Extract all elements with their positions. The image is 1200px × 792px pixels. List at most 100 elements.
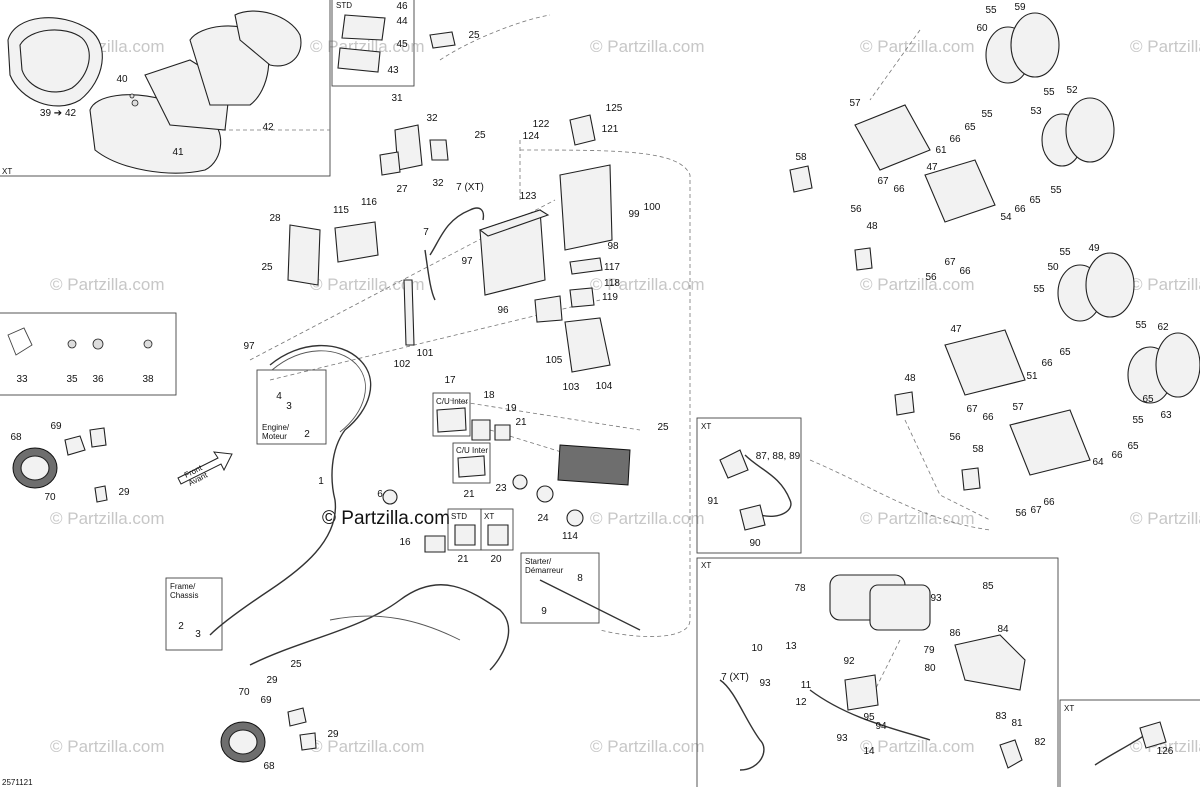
part-callout: 87, 88, 89	[756, 451, 801, 462]
part-callout: 66	[982, 412, 994, 423]
part-callout: 25	[474, 130, 486, 141]
part-callout: 97	[243, 341, 255, 352]
switch	[494, 424, 511, 441]
box-label: STD	[451, 512, 467, 521]
part-callout: 25	[290, 659, 302, 670]
sensor	[719, 449, 749, 479]
watermark: © Partzilla.com	[590, 509, 705, 528]
part-callout: 93	[836, 733, 848, 744]
part-callout: 64	[1092, 457, 1104, 468]
winch-assembly	[719, 449, 1026, 769]
strap	[403, 279, 415, 346]
part-callout: 62	[1157, 322, 1169, 333]
part-callout: 104	[596, 381, 613, 392]
box-label: Moteur	[262, 432, 287, 441]
xt-lid-box	[0, 0, 331, 177]
part-callout: 42	[262, 122, 274, 133]
sensor	[961, 467, 981, 491]
fuse-holder	[569, 114, 596, 146]
sensor	[789, 165, 813, 193]
part-callout: 39 ➔ 42	[40, 108, 77, 119]
part-callout: 81	[1011, 718, 1023, 729]
part-callout: 65	[1059, 347, 1071, 358]
part-callout: 49	[1088, 243, 1100, 254]
watermark: © Partzilla.com	[590, 737, 705, 756]
plug-assembly	[1139, 721, 1167, 749]
part-callout: 40	[116, 74, 128, 85]
part-callout: 67	[1030, 505, 1042, 516]
nut	[67, 339, 77, 349]
part-callout: 36	[92, 374, 104, 385]
part-callout: 55	[1033, 284, 1045, 295]
part-callout: 69	[260, 695, 272, 706]
part-callout: 7	[423, 227, 429, 238]
part-callout: 44	[396, 16, 408, 27]
watermark: © Partzilla.com	[50, 509, 165, 528]
part-callout: 27	[396, 184, 408, 195]
xt-sensor-box	[696, 417, 802, 554]
part-callout: 125	[606, 103, 623, 114]
part-callout: 51	[1026, 371, 1038, 382]
cu-inter-top-box	[432, 392, 471, 437]
power-socket	[536, 485, 554, 503]
starter-box	[520, 552, 600, 624]
std-insert	[337, 47, 381, 73]
part-callout: 21	[515, 417, 527, 428]
part-callout: 4	[276, 391, 282, 402]
front-arrow: Front Avant	[177, 451, 233, 488]
box-label: XT	[2, 167, 12, 176]
cap	[429, 139, 449, 161]
part-callout: 29	[266, 675, 278, 686]
switch	[487, 524, 509, 546]
part-callout: 29	[118, 487, 130, 498]
part-callout: 47	[950, 324, 962, 335]
box-label: XT	[701, 422, 711, 431]
part-callout: 55	[985, 5, 997, 16]
part-callout: 83	[995, 711, 1007, 722]
part-callout: 55	[1059, 247, 1071, 258]
part-callout: 122	[533, 119, 550, 130]
part-callout: 101	[417, 348, 434, 359]
part-callout: 25	[657, 422, 669, 433]
watermark: © Partzilla.com	[310, 37, 425, 56]
part-callout: 114	[562, 531, 578, 542]
part-callout: 35	[66, 374, 78, 385]
part-callout: 21	[463, 489, 475, 500]
part-callout: 46	[396, 1, 408, 12]
cu-inter-mid-box	[452, 442, 491, 484]
headlight-lens	[20, 455, 50, 481]
part-callout: 91	[707, 496, 719, 507]
part-callout: 117	[604, 262, 620, 273]
actuator-housing	[1009, 409, 1091, 476]
part-callout: 50	[1047, 262, 1059, 273]
lid-washer	[129, 93, 135, 99]
part-callout: 11	[801, 680, 812, 691]
part-callout: 121	[602, 124, 619, 135]
box-label: Démarreur	[525, 566, 564, 575]
part-callout: 52	[1066, 85, 1078, 96]
part-callout: 97	[461, 256, 473, 267]
clip	[143, 339, 153, 349]
part-callout: 7 (XT)	[456, 182, 484, 193]
fairlead	[954, 634, 1026, 691]
part-callout: 16	[399, 537, 411, 548]
storage-lid-assembly	[7, 10, 386, 174]
part-callout: 28	[269, 213, 281, 224]
part-callout: 93	[759, 678, 771, 689]
part-callout: 68	[263, 761, 275, 772]
hook	[999, 739, 1023, 769]
part-callout: 65	[1142, 394, 1154, 405]
bulb	[64, 435, 86, 456]
part-callout: 17	[444, 375, 456, 386]
center-watermark: © Partzilla.com	[322, 508, 450, 529]
watermark: © Partzilla.com	[1130, 37, 1200, 56]
actuator-housing	[924, 159, 996, 223]
sensor	[854, 247, 873, 271]
bracket	[334, 221, 379, 263]
socket	[89, 427, 107, 448]
part-callout: 14	[863, 746, 875, 757]
part-callout: 25	[261, 262, 273, 273]
actuator-ring	[1065, 97, 1115, 163]
voltage-regulator	[564, 317, 611, 373]
